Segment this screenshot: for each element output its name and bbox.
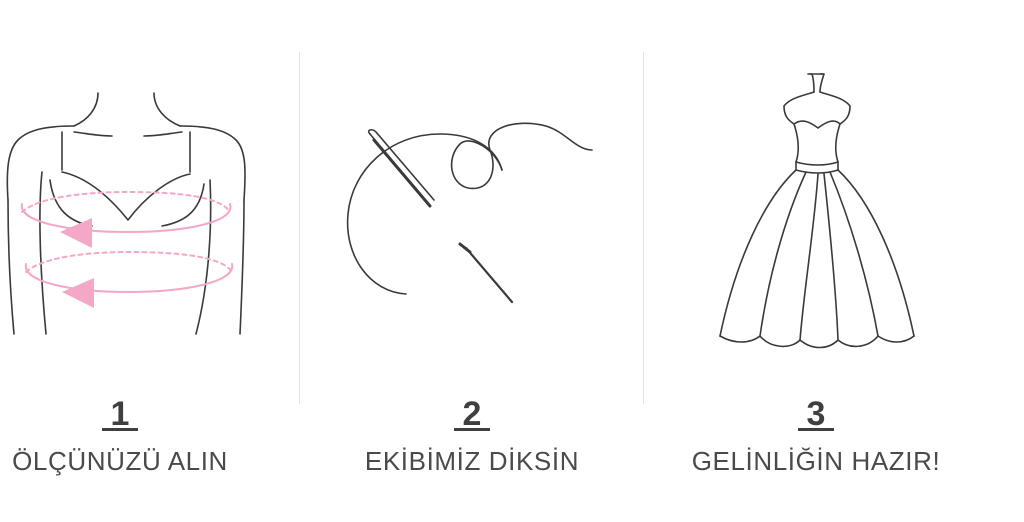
divider-2 bbox=[643, 52, 644, 404]
measure-bust-icon bbox=[6, 92, 246, 335]
step-1-caption: ÖLÇÜNÜZÜ ALIN bbox=[12, 446, 228, 476]
step-2-caption: EKİBİMİZ DİKSİN bbox=[364, 446, 580, 476]
step-2-number: 2 bbox=[462, 395, 482, 433]
step-1: 1 ÖLÇÜNÜZÜ ALIN bbox=[0, 0, 300, 522]
step-3: 3 GELİNLİĞİN HAZIR! bbox=[644, 0, 1024, 522]
step-1-number-underline bbox=[102, 428, 138, 431]
step-2-number-underline bbox=[454, 428, 490, 431]
step-1-number: 1 bbox=[110, 395, 130, 433]
step-3-number: 3 bbox=[806, 395, 826, 433]
needle-thread-icon bbox=[346, 122, 593, 304]
divider-1 bbox=[299, 52, 300, 404]
step-3-number-underline bbox=[798, 428, 834, 431]
step-2: 2 EKİBİMİZ DİKSİN bbox=[300, 0, 643, 522]
wedding-dress-icon bbox=[719, 73, 915, 349]
step-3-caption: GELİNLİĞİN HAZIR! bbox=[691, 446, 941, 476]
